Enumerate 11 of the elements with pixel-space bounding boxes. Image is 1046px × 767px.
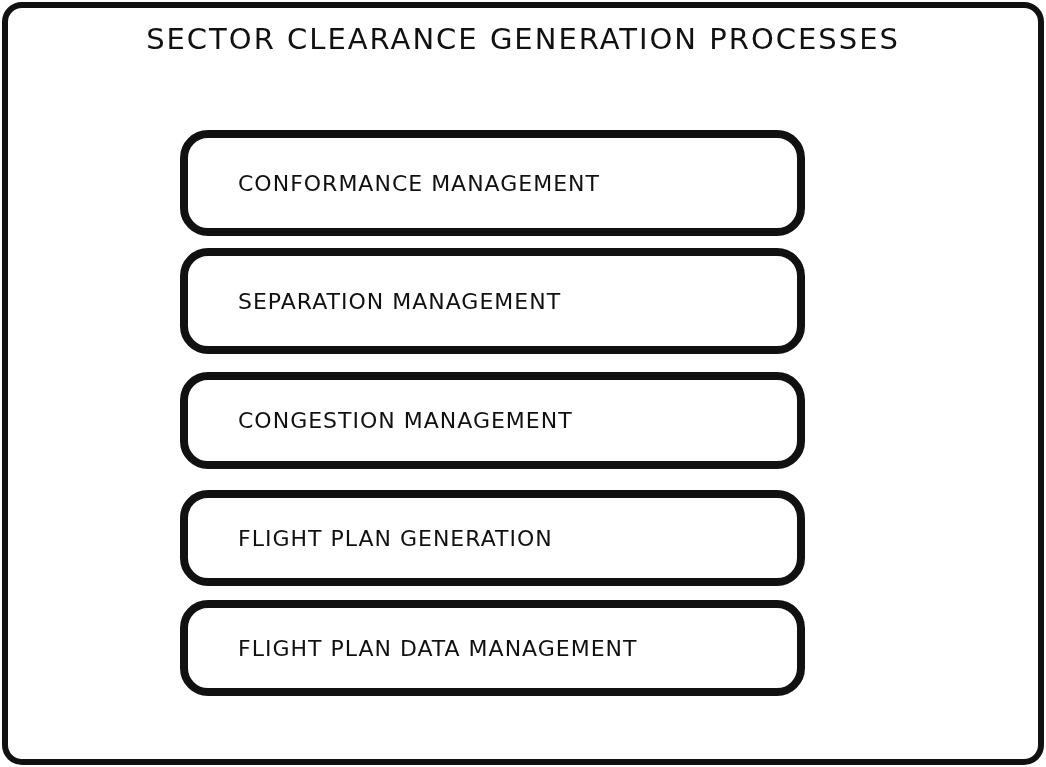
process-box (180, 490, 805, 586)
process-box (180, 248, 805, 354)
process-label: CONFORMANCE MANAGEMENT (238, 170, 600, 196)
frame-heading: SECTOR CLEARANCE GENERATION PROCESSES (145, 22, 901, 56)
process-label: SEPARATION MANAGEMENT (238, 288, 562, 314)
process-box (180, 130, 805, 236)
process-label: FLIGHT PLAN DATA MANAGEMENT (238, 635, 638, 661)
process-label: CONGESTION MANAGEMENT (238, 408, 573, 433)
process-box (180, 372, 805, 469)
process-box (180, 600, 805, 696)
process-label: FLIGHT PLAN GENERATION (238, 525, 553, 551)
